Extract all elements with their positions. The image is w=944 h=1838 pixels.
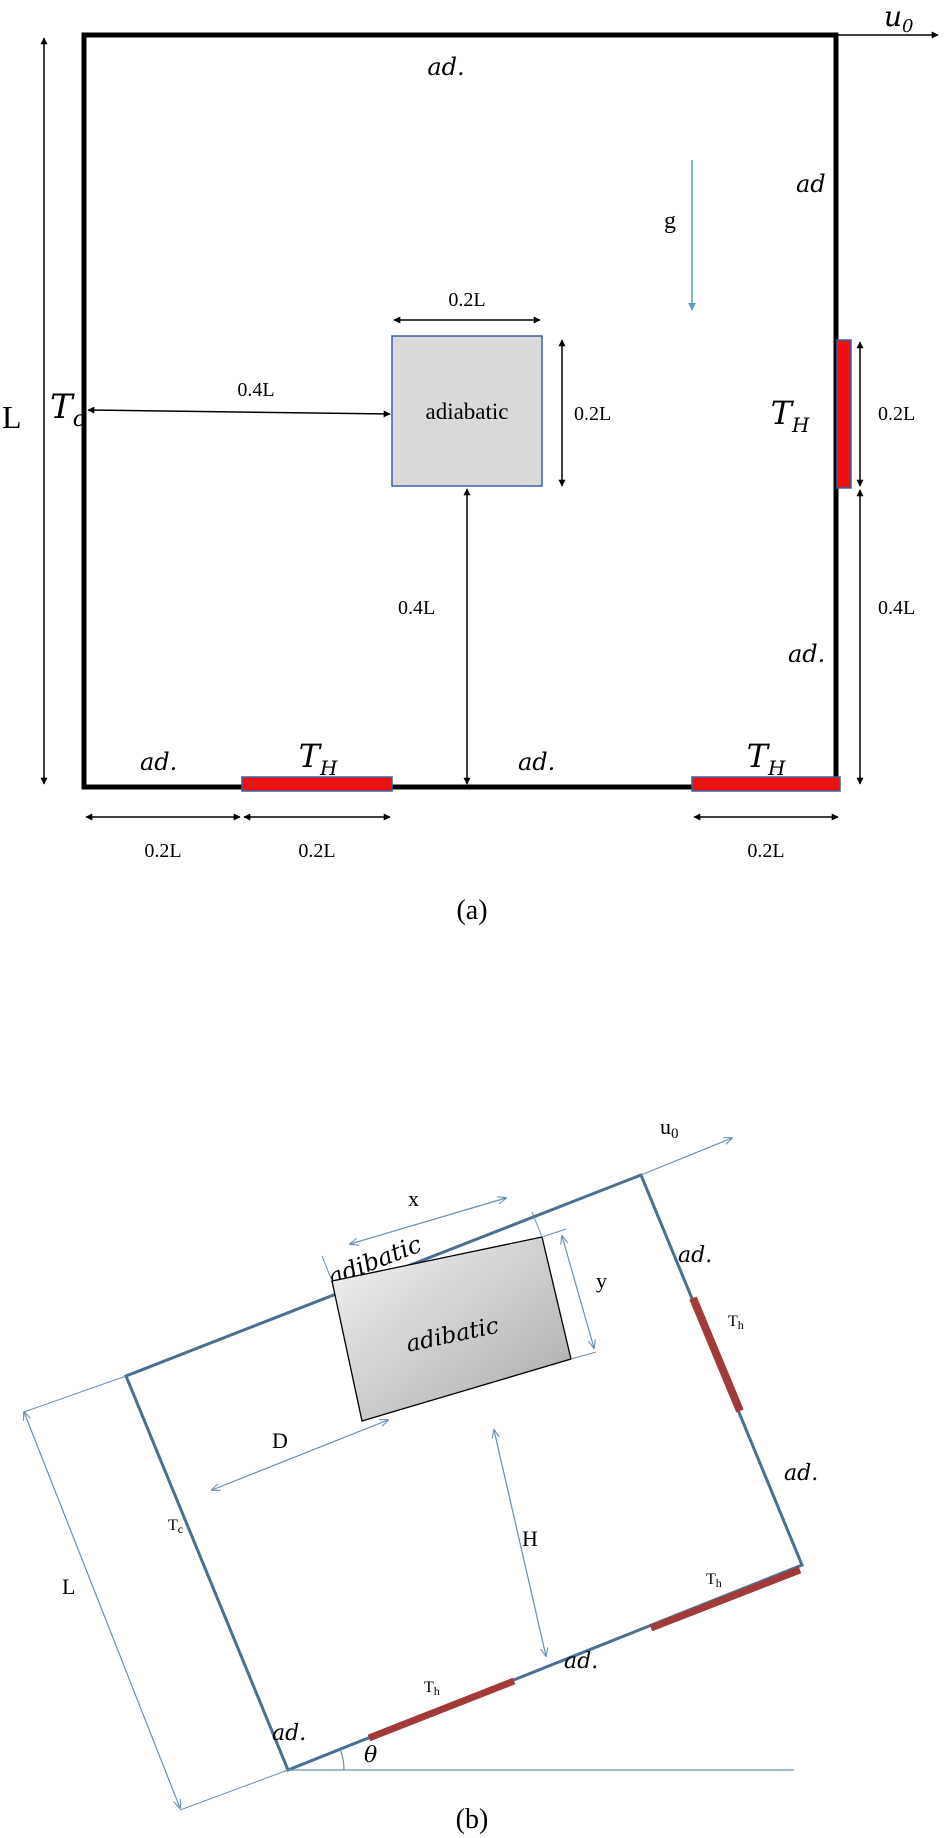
dim-width-extension-right	[531, 1211, 543, 1238]
caption-b: (b)	[456, 1804, 489, 1835]
cavity-a	[81, 32, 839, 790]
dim-height-line	[562, 1236, 594, 1348]
right-wall-lower-label-a: ad.	[788, 640, 825, 668]
right-lower-label-b: ad.	[784, 1461, 818, 1486]
top-wall-label-a: ad.	[427, 53, 464, 81]
dim-left-gap-line-b	[212, 1420, 388, 1490]
dim-heater-offset-label: 0.4L	[878, 597, 915, 619]
dim-cavity-extension-bottom-b	[179, 1769, 289, 1811]
caption-a: (a)	[456, 895, 487, 926]
dim-width-label: x	[408, 1186, 419, 1211]
hot-bottom-1-label-a: TH	[299, 737, 338, 780]
dim-cavity-height-label: L	[2, 399, 22, 435]
bottom-left-label-a: ad.	[140, 748, 177, 776]
obstacle-a	[391, 335, 543, 487]
angle-label-b: θ	[364, 1743, 377, 1768]
hot-bottom-2-label-a: TH	[747, 737, 786, 780]
figure-a: u0 ad. ad ad. ad. ad. g adiabatic Tc TH …	[2, 0, 939, 926]
hot-right-label-a: TH	[771, 394, 810, 437]
angle-arc-b	[339, 1748, 345, 1771]
dim-height-extension-top	[541, 1228, 567, 1238]
dim-left-gap-label-b: D	[272, 1428, 288, 1453]
velocity-label-b: u0	[660, 1114, 679, 1142]
dim-cavity-extension-top-b	[23, 1375, 127, 1413]
dim-left-gap-label: 0.4L	[237, 379, 274, 401]
velocity-arrow-b	[640, 1138, 732, 1176]
dim-bottom-seg-2-label: 0.2L	[298, 840, 335, 862]
bottom-left-label-b: ad.	[272, 1721, 306, 1746]
heater-bottom-1-b	[367, 1677, 516, 1742]
dim-bottom-seg-3-label: 0.2L	[747, 840, 784, 862]
hot-right-label-b: Th	[728, 1313, 744, 1332]
dim-bottom-gap-line-b	[494, 1430, 546, 1656]
heater-bottom-2-b	[649, 1566, 802, 1632]
dim-width-line	[350, 1198, 506, 1244]
dim-cavity-label-b: L	[62, 1574, 75, 1599]
dim-obstacle-height-label: 0.2L	[574, 403, 611, 425]
dim-height-label: y	[596, 1268, 607, 1293]
dim-bottom-seg-1-label: 0.2L	[144, 840, 181, 862]
heater-bottom-1-a	[241, 776, 393, 792]
bottom-middle-label-a: ad.	[518, 748, 555, 776]
heater-right-a	[836, 339, 852, 489]
bottom-right-label-b: ad.	[564, 1649, 598, 1674]
velocity-label-a: u0	[884, 0, 914, 37]
right-wall-upper-label-a: ad	[796, 170, 826, 198]
cold-wall-label-a: Tc	[50, 387, 85, 432]
hot-bottom-2-label-b: Th	[706, 1571, 722, 1590]
heater-bottom-2-a	[691, 776, 841, 792]
dim-bottom-gap-label-b: H	[522, 1526, 538, 1551]
right-upper-label-b: ad.	[678, 1243, 712, 1268]
dim-obstacle-width-label: 0.2L	[448, 289, 485, 311]
figure-b: θ u0 adibatic ad. ad. ad. ad. Th Th Th T…	[24, 1114, 818, 1835]
cold-wall-label-b: Tc	[168, 1517, 183, 1536]
dim-left-gap-line	[87, 406, 391, 418]
dim-cavity-line-b	[24, 1412, 180, 1808]
hot-bottom-1-label-b: Th	[424, 1679, 440, 1698]
obstacle-label-a: adiabatic	[425, 399, 508, 424]
gravity-label: g	[664, 208, 676, 234]
dim-heater-right-label: 0.2L	[878, 403, 915, 425]
dim-height-extension-bottom	[570, 1351, 597, 1360]
dim-bottom-gap-label: 0.4L	[398, 597, 435, 619]
dim-width-extension-left	[321, 1255, 333, 1282]
heater-right-b	[689, 1296, 744, 1413]
